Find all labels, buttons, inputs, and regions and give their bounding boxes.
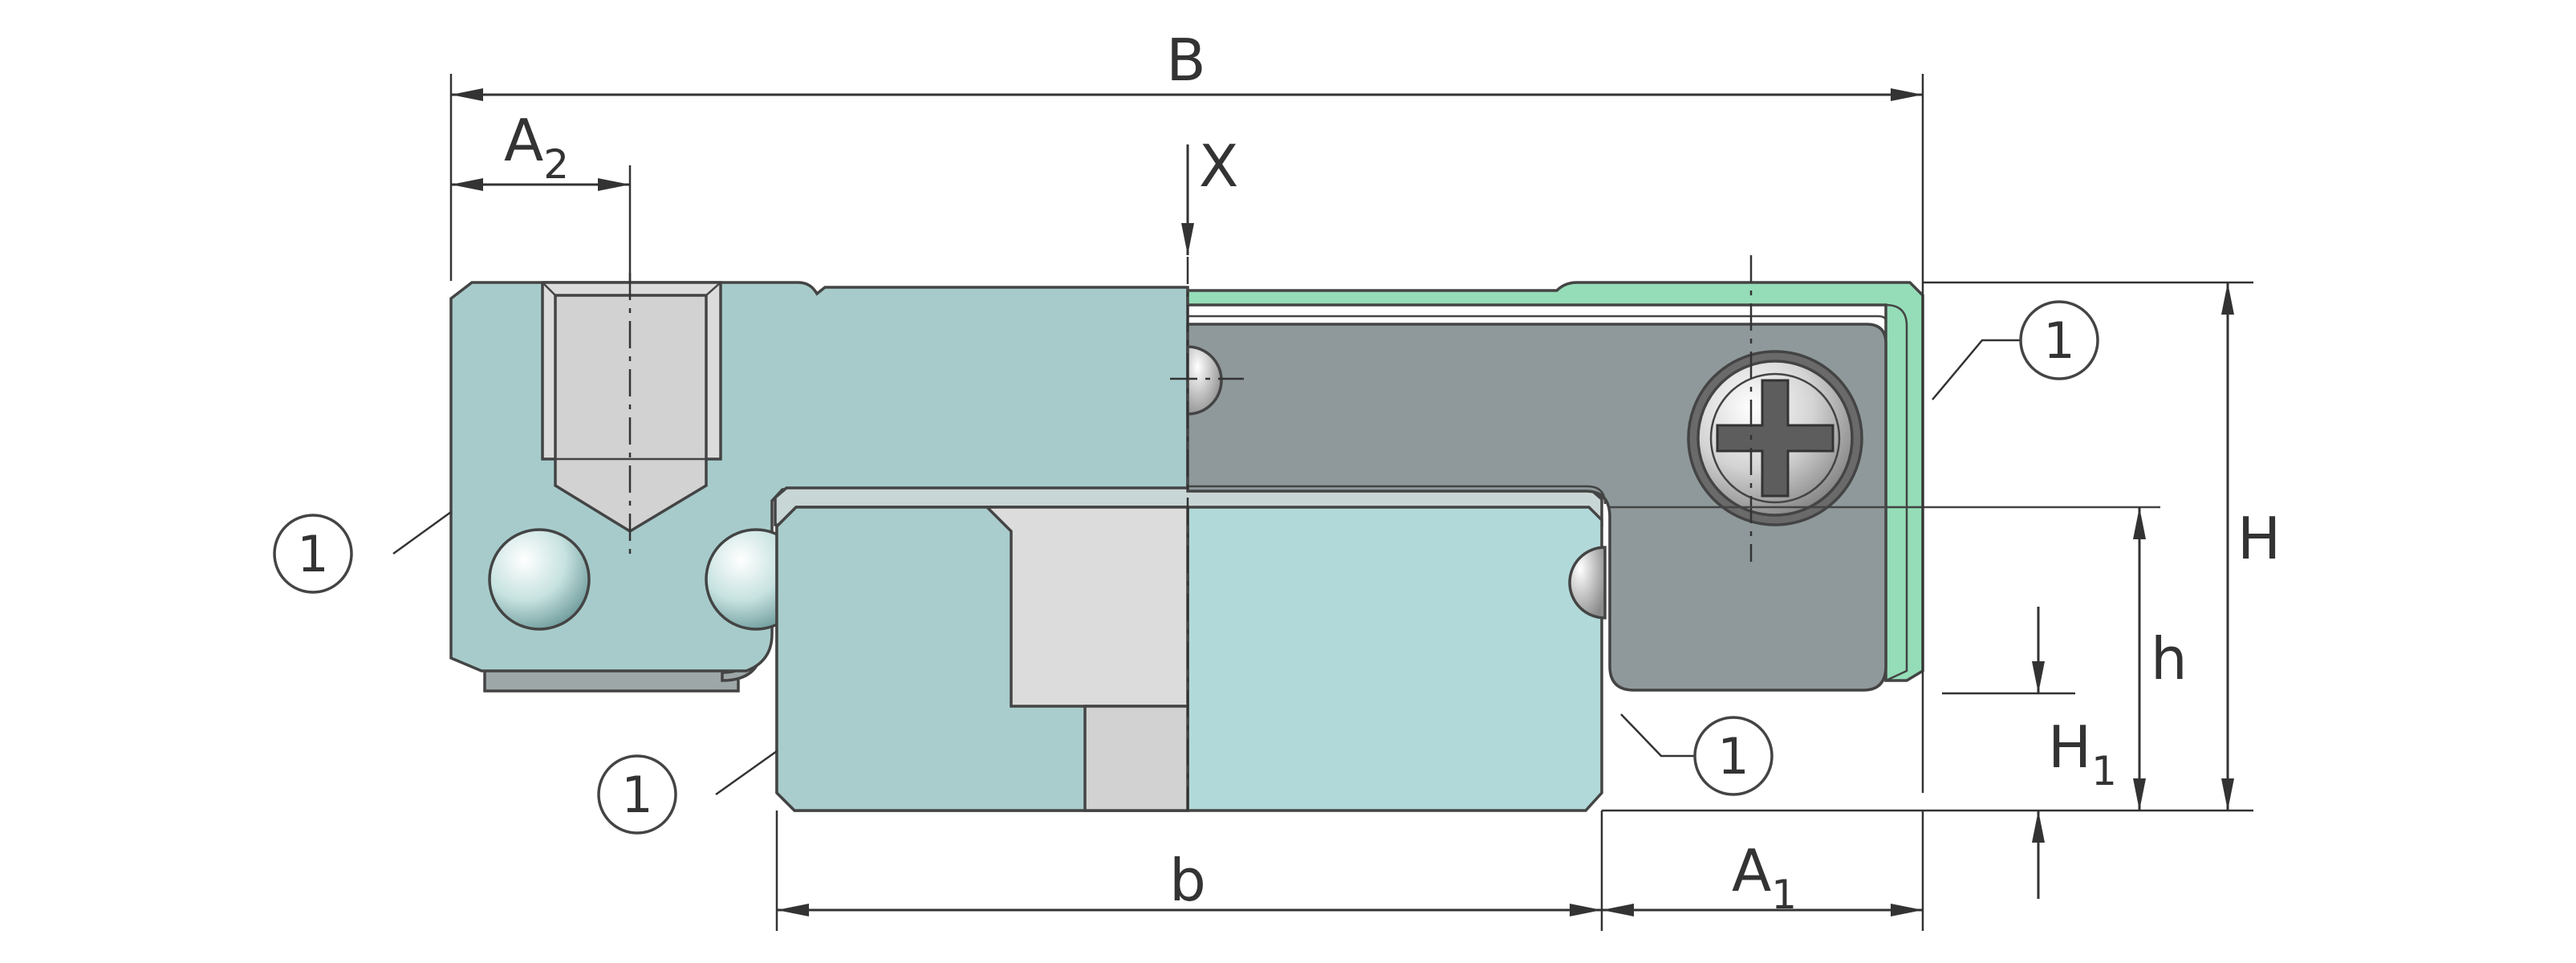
ball-left-outer [488,528,591,631]
phillips-screw [1687,350,1863,526]
callout-bottom-right-label: 1 [1717,727,1749,786]
rail-bolt-hole [1083,705,1189,812]
dimension-label-H1: H1 [2048,713,2117,794]
dimension-label-H: H [2237,505,2281,572]
callout-left-label: 1 [297,525,328,583]
mounting-hole-thread [554,294,708,534]
dimension-label-X: X [1199,132,1238,200]
dimension-label-A2-sub: 2 [543,141,569,188]
callout-top-right: 1 [1932,300,2099,400]
seal-green-strip [1186,281,1924,682]
dimension-label-B: B [1166,26,1205,94]
callout-bottom-left-label: 1 [621,766,652,824]
dimension-label-H1-main: H [2048,713,2091,781]
dimension-label-A1-main: A [1732,837,1771,904]
dimension-label-A2-main: A [504,107,543,174]
dimension-label-A1: A1 [1732,837,1797,918]
callout-top-right-label: 1 [2043,311,2074,370]
ball-center-half [1186,345,1223,416]
dimension-label-H1-sub: 1 [2091,748,2117,794]
dimension-label-A1-sub: 1 [1771,872,1797,918]
callout-bottom-left: 1 [597,750,778,835]
dimension-label-b: b [1169,847,1206,914]
callout-bottom-right: 1 [1620,713,1774,796]
dimension-label-h: h [2151,625,2188,693]
dimension-label-A2: A2 [504,107,569,188]
ball-right-half [1568,546,1607,620]
callout-left: 1 [273,510,452,594]
rail-counterbore [983,506,1189,708]
seal-green-inner [1186,303,1908,682]
